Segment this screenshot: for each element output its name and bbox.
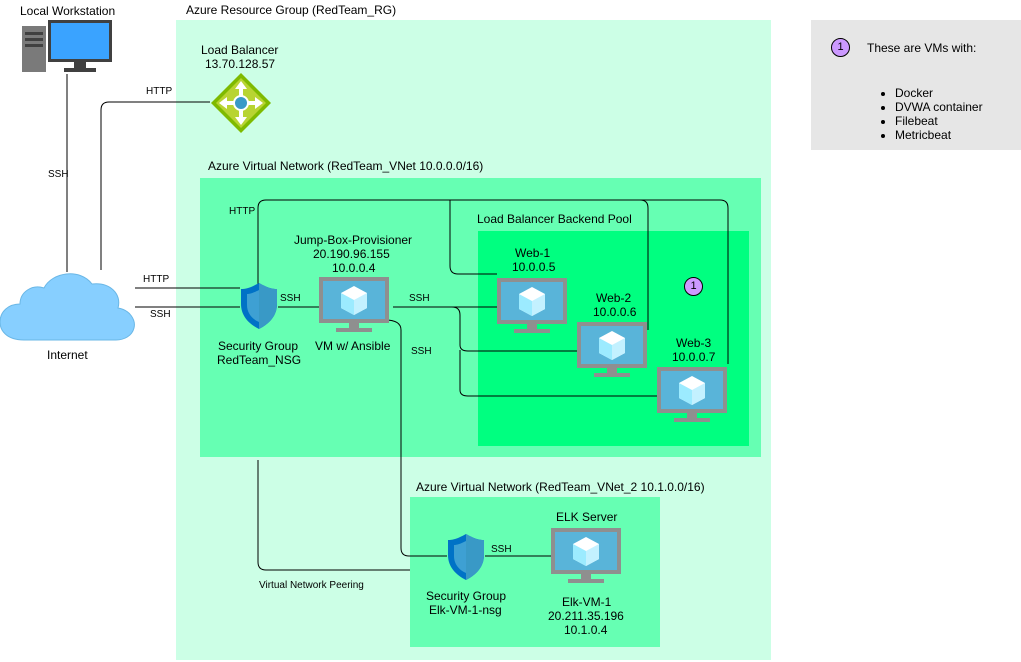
- virtual-machine-icon: [657, 367, 727, 422]
- edge-label-http-internet: HTTP: [143, 274, 170, 285]
- web2-ip: 10.0.0.6: [593, 305, 637, 319]
- edge-label-http-lb: HTTP: [146, 86, 173, 97]
- legend-badge: 1: [831, 38, 850, 57]
- web2-name: Web-2: [596, 291, 632, 305]
- legend-box: 1 These are VMs with: Docker DVWA contai…: [811, 20, 1021, 150]
- local-workstation-label: Local Workstation: [20, 4, 116, 18]
- elk-ip1: 20.211.35.196: [548, 609, 624, 623]
- web1-ip: 10.0.0.5: [512, 260, 556, 274]
- nsg-label-line2: RedTeam_NSG: [217, 353, 302, 367]
- legend-item: Filebeat: [895, 114, 983, 128]
- edge-label-ssh-workstation: SSH: [48, 169, 69, 180]
- internet-label: Internet: [47, 348, 88, 362]
- jumpbox-ip2: 10.0.0.4: [332, 261, 376, 275]
- jumpbox-name: Jump-Box-Provisioner: [294, 233, 413, 247]
- edge-vnet-peering: [257, 460, 410, 571]
- backend-pool-label: Load Balancer Backend Pool: [477, 212, 632, 226]
- load-balancer-icon: [211, 73, 271, 133]
- legend-list: Docker DVWA container Filebeat Metricbea…: [851, 86, 983, 142]
- edge-jump-web3-ssh: [459, 350, 657, 397]
- desktop-computer-icon: [22, 20, 112, 72]
- web1-name: Web-1: [515, 246, 551, 260]
- elk-nsg-label-line1: Security Group: [426, 589, 507, 603]
- vnet2-label: Azure Virtual Network (RedTeam_VNet_2 10…: [416, 480, 705, 494]
- edge-http-web2: [639, 199, 649, 330]
- vnet-label: Azure Virtual Network (RedTeam_VNet 10.0…: [208, 159, 484, 173]
- resource-group-label: Azure Resource Group (RedTeam_RG): [186, 3, 397, 17]
- virtual-machine-icon: [577, 322, 647, 377]
- legend-item: Docker: [895, 86, 983, 100]
- elk-name: Elk-VM-1: [562, 595, 612, 609]
- shield-icon: [241, 283, 277, 329]
- edge-label-ssh-jump-down: SSH: [411, 346, 432, 357]
- web3-name: Web-3: [676, 336, 712, 350]
- virtual-machine-icon: [551, 528, 621, 583]
- elk-ip2: 10.1.0.4: [564, 623, 608, 637]
- edge-label-ssh-elk: SSH: [491, 544, 512, 555]
- load-balancer-label: Load Balancer: [201, 43, 279, 57]
- nsg-label-line1: Security Group: [218, 339, 299, 353]
- vm-group-badge-text: 1: [690, 280, 697, 292]
- elk-title: ELK Server: [556, 510, 618, 524]
- edge-jump-elk-ssh: [384, 319, 447, 557]
- edge-label-ssh-nsg-jump: SSH: [280, 293, 301, 304]
- jumpbox-desc: VM w/ Ansible: [315, 339, 391, 353]
- cloud-icon: [0, 273, 135, 341]
- legend-badge-text: 1: [837, 41, 844, 53]
- edge-label-http-vnet: HTTP: [229, 206, 256, 217]
- legend-item: DVWA container: [895, 100, 983, 114]
- virtual-machine-icon: [497, 278, 567, 333]
- legend-title: These are VMs with:: [867, 41, 977, 55]
- edge-http-bus: [257, 199, 729, 364]
- edge-jump-web2-ssh: [451, 306, 577, 352]
- shield-icon: [448, 534, 484, 580]
- load-balancer-ip: 13.70.128.57: [205, 57, 276, 71]
- edge-label-ssh-internet: SSH: [150, 309, 171, 320]
- edge-http-web1: [449, 200, 497, 275]
- jumpbox-ip1: 20.190.96.155: [313, 247, 390, 261]
- edge-label-peering: Virtual Network Peering: [259, 580, 364, 591]
- edge-label-ssh-jump-web: SSH: [409, 293, 430, 304]
- edge-internet-lb-http: [100, 101, 210, 270]
- vm-group-badge: 1: [684, 277, 703, 296]
- web3-ip: 10.0.0.7: [672, 350, 716, 364]
- virtual-machine-icon: [319, 277, 389, 332]
- elk-nsg-label-line2: Elk-VM-1-nsg: [429, 603, 502, 617]
- legend-item: Metricbeat: [895, 128, 983, 142]
